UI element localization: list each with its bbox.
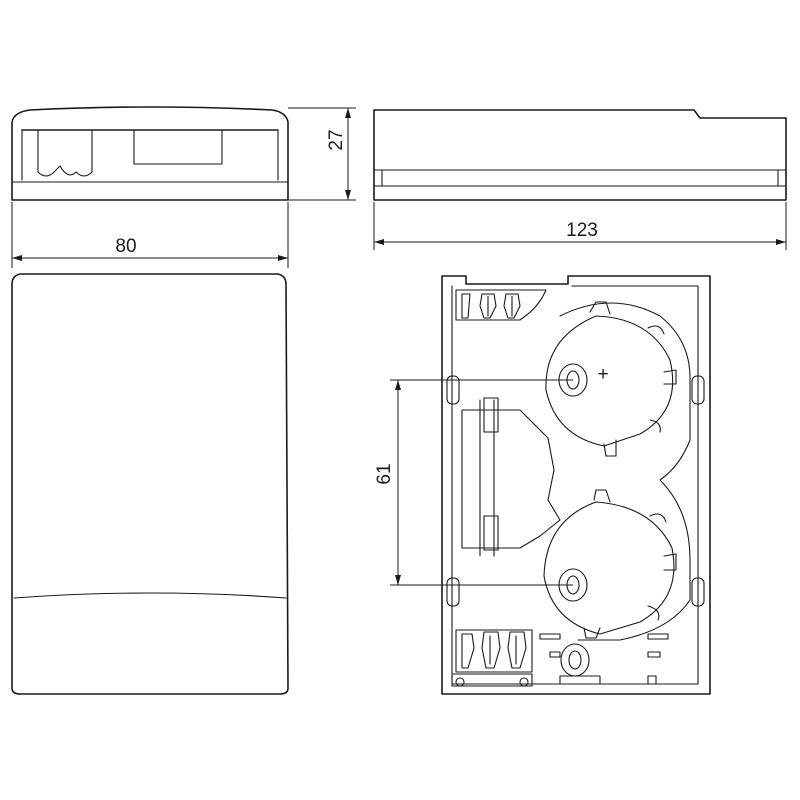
top-view-outline xyxy=(11,273,289,695)
dimension-length-label: 123 xyxy=(566,220,598,241)
top-view-lid-line xyxy=(13,592,287,599)
interior-bump-right-1 xyxy=(691,375,705,405)
interior-view: + xyxy=(441,275,711,695)
dimension-length: 123 xyxy=(373,202,787,250)
interior-inner-wall xyxy=(451,285,699,685)
mounting-disc-lower xyxy=(543,489,677,639)
front-view xyxy=(11,106,289,201)
interior-bump-left-2 xyxy=(446,577,460,607)
dimension-height-label: 27 xyxy=(326,129,347,150)
interior-bump-right-2 xyxy=(691,577,705,607)
front-view-outline xyxy=(11,106,289,201)
front-view-clip xyxy=(37,129,93,177)
mounting-disc-upper: + xyxy=(545,301,677,457)
polarity-symbol: + xyxy=(597,364,608,385)
front-view-slot xyxy=(133,129,223,165)
divider-tab-bottom xyxy=(483,515,499,551)
top-view xyxy=(11,273,289,695)
terminal-block-top xyxy=(455,289,547,321)
interior-center-divider xyxy=(461,409,561,549)
interior-bump-left-1 xyxy=(446,375,460,405)
interior-bottom-details xyxy=(539,633,669,685)
dimension-width-label: 80 xyxy=(115,236,136,257)
dimension-width: 80 xyxy=(11,202,289,268)
side-view-outline xyxy=(373,109,787,201)
dimension-hole-spacing: 61 xyxy=(374,379,573,586)
interior-channel xyxy=(559,302,691,641)
dimension-height: 27 xyxy=(288,107,356,201)
dimension-hole-spacing-label: 61 xyxy=(374,463,395,484)
terminal-block-bottom xyxy=(451,629,533,687)
side-view xyxy=(373,109,787,201)
interior-outer-shell xyxy=(441,275,711,695)
divider-tab-top xyxy=(483,397,499,433)
